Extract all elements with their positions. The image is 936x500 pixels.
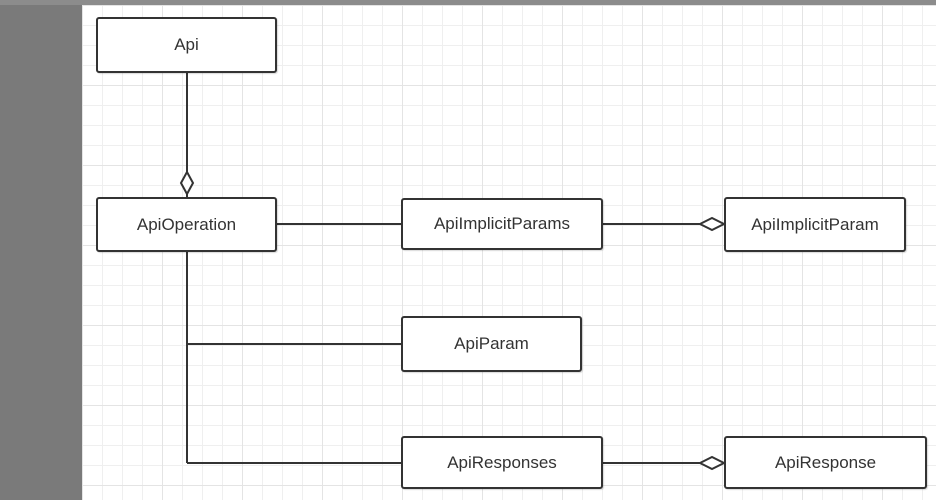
aggregation-diamond-icon (697, 216, 727, 232)
node-api[interactable]: Api (96, 17, 277, 73)
node-label: ApiParam (454, 334, 529, 353)
aggregation-diamond-icon (697, 455, 727, 471)
node-api-response[interactable]: ApiResponse (724, 436, 927, 489)
node-api-responses[interactable]: ApiResponses (401, 436, 603, 489)
node-label: ApiOperation (136, 214, 237, 234)
node-api-param[interactable]: ApiParam (401, 316, 582, 372)
node-label: ApiImplicitParams (433, 214, 571, 233)
node-label: ApiResponse (774, 452, 877, 472)
diagram-canvas[interactable] (82, 5, 936, 500)
node-api-implicit-param[interactable]: ApiImplicitParam (724, 197, 906, 252)
node-label: ApiImplicitParam (751, 214, 879, 234)
node-api-implicit-params[interactable]: ApiImplicitParams (401, 198, 603, 250)
node-api-operation[interactable]: ApiOperation (96, 197, 277, 252)
node-label: ApiResponses (447, 452, 557, 472)
aggregation-diamond-icon (179, 169, 195, 197)
top-bar (0, 0, 936, 5)
node-label: Api (174, 35, 199, 54)
